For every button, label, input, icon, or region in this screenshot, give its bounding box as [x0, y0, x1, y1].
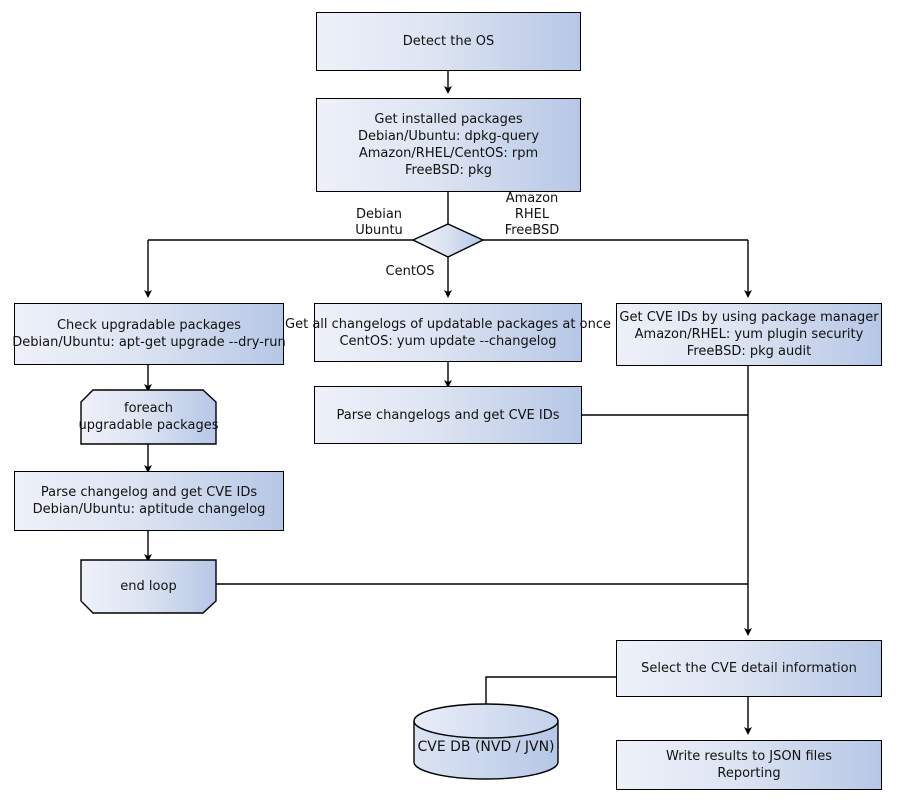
node-detect-os[interactable]: Detect the OS — [316, 12, 581, 71]
node-get-cve-ids-package-manager[interactable]: Get CVE IDs by using package manager Ama… — [616, 303, 882, 366]
node-cve-db-label: CVE DB (NVD / JVN) — [417, 739, 555, 755]
node-parse-changelogs-multi[interactable]: Parse changelogs and get CVE IDs — [314, 386, 582, 444]
node-get-installed-packages-line1: Get installed packages — [374, 112, 523, 127]
node-check-upgradable-line2: Debian/Ubuntu: apt-get upgrade --dry-run — [12, 335, 286, 350]
node-get-installed-packages-line4: FreeBSD: pkg — [404, 163, 493, 178]
node-cve-db[interactable]: CVE DB (NVD / JVN) — [414, 704, 558, 779]
edge-label-centos: CentOS — [385, 264, 435, 279]
edge-label-ubuntu: Ubuntu — [355, 223, 403, 238]
node-get-all-changelogs-line1: Get all changelogs of updatable packages… — [285, 316, 611, 332]
node-get-installed-packages-line2: Debian/Ubuntu: dpkg-query — [357, 129, 540, 144]
node-parse-changelog-single[interactable]: Parse changelog and get CVE IDs Debian/U… — [14, 471, 284, 531]
node-end-loop-text: end loop — [81, 560, 216, 613]
node-parse-changelog-single-line2: Debian/Ubuntu: aptitude changelog — [32, 502, 266, 517]
node-select-cve-detail[interactable]: Select the CVE detail information — [616, 640, 882, 697]
node-parse-changelogs-multi-label: Parse changelogs and get CVE IDs — [336, 407, 560, 423]
os-decision-diamond — [411, 223, 485, 258]
edge-label-debian: Debian — [355, 207, 403, 222]
node-write-results-line1: Write results to JSON files — [665, 749, 833, 764]
node-foreach-loop[interactable]: foreach upgradable packages — [78, 390, 219, 444]
node-detect-os-label: Detect the OS — [402, 34, 495, 49]
node-end-loop[interactable]: end loop — [81, 560, 216, 613]
node-write-results-line2: Reporting — [717, 766, 781, 781]
node-get-cve-ids-line3: FreeBSD: pkg audit — [686, 344, 812, 359]
node-get-cve-ids-line2: Amazon/RHEL: yum plugin security — [634, 327, 864, 342]
node-foreach-loop-text: foreach upgradable packages — [78, 390, 219, 444]
node-check-upgradable-line1: Check upgradable packages — [56, 318, 242, 333]
node-foreach-loop-line2: upgradable packages — [78, 418, 219, 433]
edge-label-amazon-rhel-freebsd: Amazon RHEL FreeBSD — [492, 191, 572, 239]
node-cve-db-text: CVE DB (NVD / JVN) — [414, 718, 558, 776]
edge-label-freebsd: FreeBSD — [504, 223, 560, 238]
node-foreach-loop-line1: foreach — [124, 401, 173, 416]
node-check-upgradable[interactable]: Check upgradable packages Debian/Ubuntu:… — [12, 303, 286, 365]
node-get-installed-packages[interactable]: Get installed packages Debian/Ubuntu: dp… — [316, 98, 581, 192]
node-get-all-changelogs[interactable]: Get all changelogs of updatable packages… — [285, 303, 611, 362]
node-get-cve-ids-line1: Get CVE IDs by using package manager — [619, 310, 879, 325]
node-select-cve-detail-label: Select the CVE detail information — [641, 661, 857, 676]
node-end-loop-label: end loop — [120, 579, 177, 594]
node-parse-changelog-single-line1: Parse changelog and get CVE IDs — [40, 485, 258, 500]
node-write-results[interactable]: Write results to JSON files Reporting — [616, 740, 882, 790]
node-get-all-changelogs-line2: CentOS: yum update --changelog — [339, 333, 557, 349]
node-get-installed-packages-line3: Amazon/RHEL/CentOS: rpm — [358, 146, 539, 161]
edge-label-debian-ubuntu: Debian Ubuntu — [344, 207, 414, 239]
edge-label-amazon: Amazon — [505, 191, 559, 206]
edge-label-rhel: RHEL — [514, 207, 550, 222]
